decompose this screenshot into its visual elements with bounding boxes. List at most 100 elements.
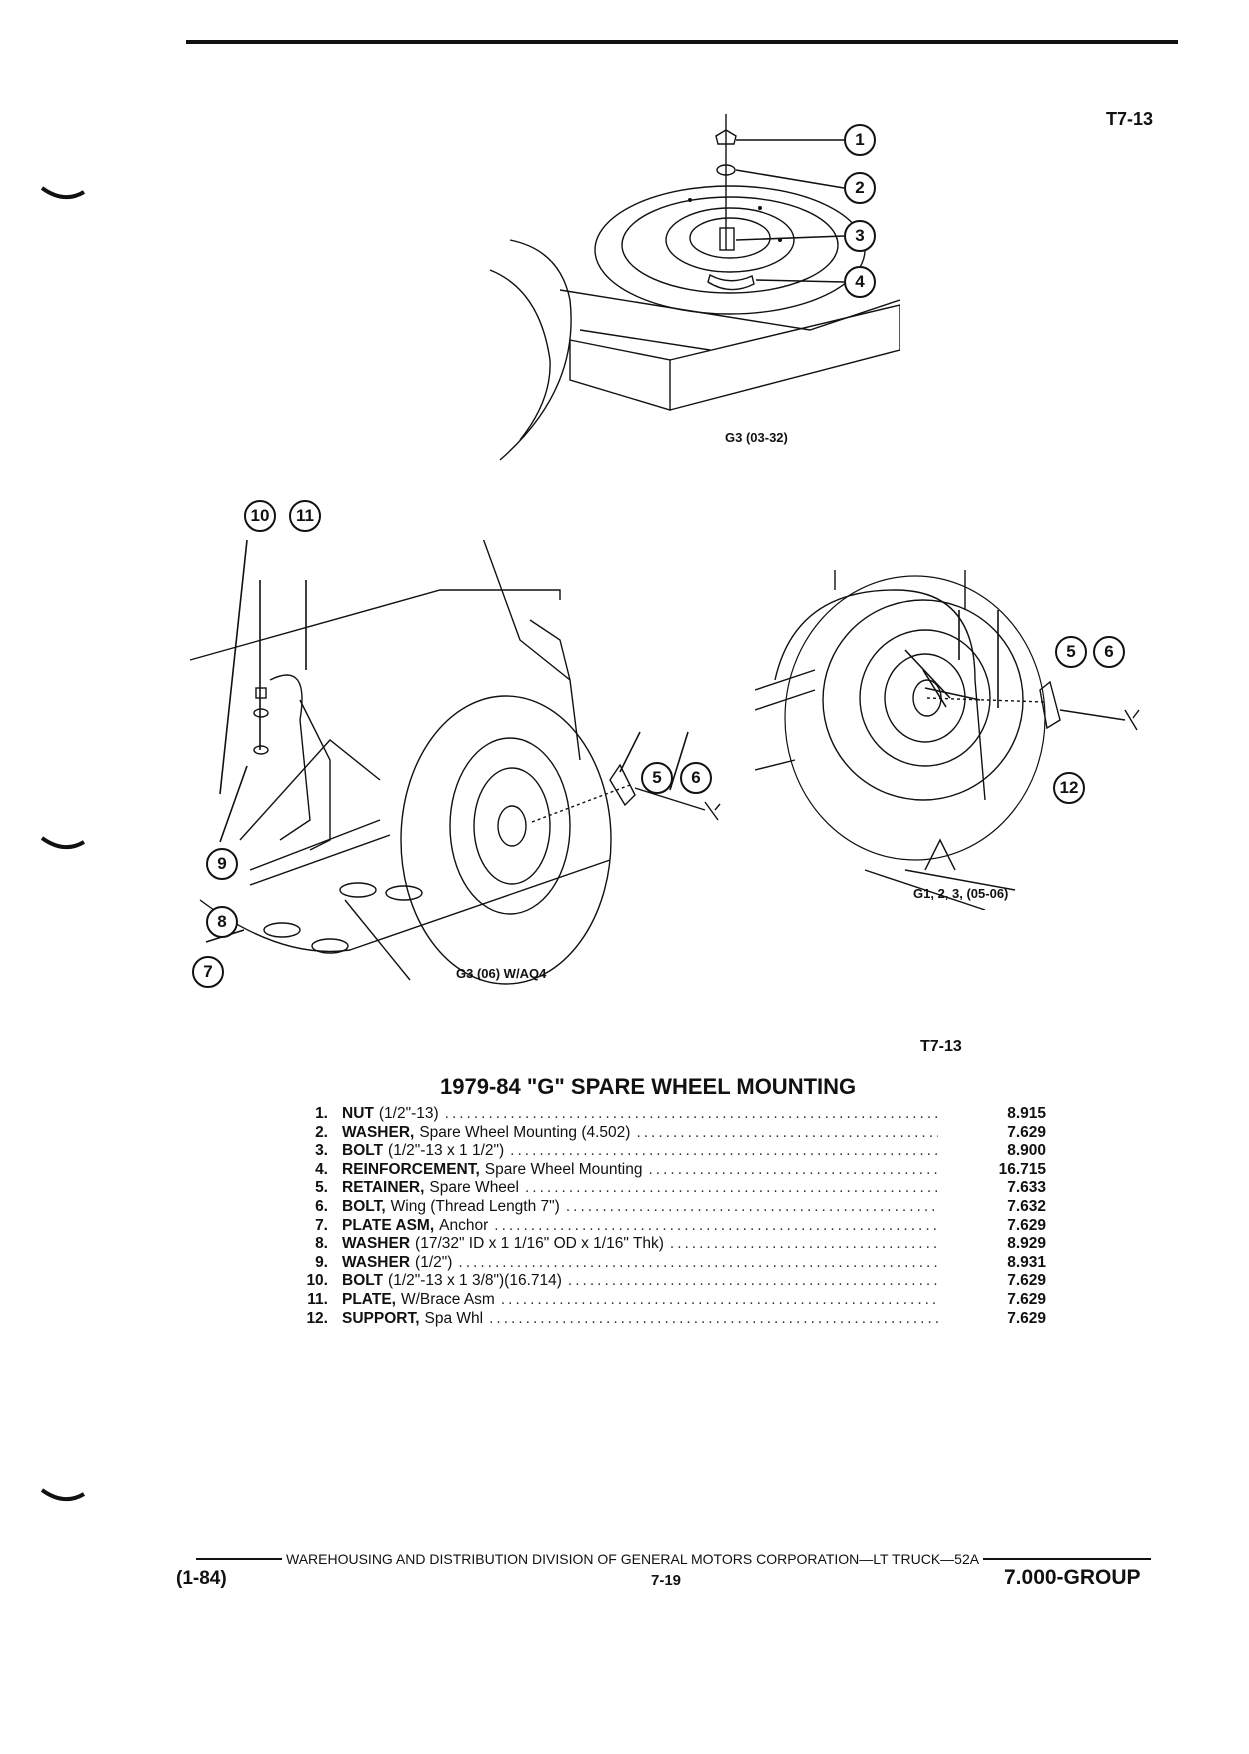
leader-dots: ........................................… [444,1105,938,1122]
part-detail: (1/2"-13 x 1 1/2") [388,1142,505,1160]
callout-8: 8 [206,906,238,938]
callout-1: 1 [844,124,876,156]
part-description: BOLT(1/2"-13 x 1 1/2")..................… [342,1142,938,1160]
part-group-number: 7.629 [1007,1272,1046,1290]
binder-punch-mark [40,836,86,850]
part-description: BOLT,Wing (Thread Length 7")............… [342,1198,938,1216]
leader-dots: ........................................… [565,1197,938,1215]
leader-dots: ........................................… [458,1253,938,1271]
leader-dots: ........................................… [510,1142,938,1160]
part-detail: Anchor [439,1216,489,1234]
part-row: 8. WASHER(17/32" ID x 1 1/16" OD x 1/16" … [266,1235,1076,1254]
leader-dots: ........................................… [500,1290,938,1308]
part-number: 3. [315,1142,328,1160]
part-detail: (1/2"-13) [378,1105,439,1122]
leader-dots: ........................................… [567,1272,938,1290]
part-detail: (1/2"-13 x 1 3/8")(16.714) [388,1272,562,1290]
part-row: 11. PLATE,W/Brace Asm....................… [266,1291,1076,1310]
callout-6: 6 [680,762,712,794]
part-group-number: 7.633 [1007,1179,1046,1197]
part-number: 1. [315,1105,328,1122]
part-number: 8. [315,1235,328,1253]
figure-label-left: G3 (06) W/AQ4 [456,966,547,981]
part-row: 4. REINFORCEMENT,Spare Wheel Mounting....… [266,1161,1076,1180]
part-description: SUPPORT,Spa Whl.........................… [342,1310,938,1328]
callout-3: 3 [844,220,876,252]
callout-4: 4 [844,266,876,298]
footer-page-number: 7-19 [651,1572,682,1589]
part-detail: Wing (Thread Length 7") [390,1197,560,1215]
part-row: 12. SUPPORT,Spa Whl......................… [266,1310,1076,1329]
leader-dots: ........................................… [494,1216,938,1234]
part-detail: Spare Wheel Mounting (4.502) [419,1123,631,1141]
part-number: 2. [315,1123,328,1141]
part-group-number: 8.931 [1007,1253,1046,1271]
part-name: BOLT [342,1142,384,1160]
part-group-number: 7.632 [1007,1197,1046,1215]
part-description: NUT(1/2"-13)............................… [342,1105,938,1123]
page-reference-mid: T7-13 [920,1038,962,1055]
part-row: 2. WASHER,Spare Wheel Mounting (4.502)...… [266,1124,1076,1143]
part-group-number: 8.900 [1007,1142,1046,1160]
callout-9: 9 [206,848,238,880]
part-name: WASHER [342,1235,411,1253]
part-group-number: 8.915 [1007,1105,1046,1122]
part-description: REINFORCEMENT,Spare Wheel Mounting......… [342,1161,938,1179]
part-group-number: 7.629 [1007,1309,1046,1327]
part-detail: Spare Wheel Mounting [484,1160,643,1178]
part-description: RETAINER,Spare Wheel....................… [342,1179,938,1197]
page-reference-top: T7-13 [1106,109,1154,129]
spare-wheel-top-illustration: 1 2 3 4 G3 (03-32) [480,100,900,470]
part-row: 7. PLATE ASM,Anchor......................… [266,1217,1076,1236]
part-row: 3. BOLT(1/2"-13 x 1 1/2")................… [266,1142,1076,1161]
part-number: 10. [306,1272,328,1290]
part-detail: Spa Whl [424,1309,484,1327]
part-row: 6.BOLT,Wing (Thread Length 7")..........… [266,1198,1076,1217]
part-number: 7. [315,1216,328,1234]
part-description: BOLT(1/2"-13 x 1 3/8")(16.714)..........… [342,1272,938,1290]
callout-10: 10 [244,500,276,532]
part-number: 11. [307,1290,328,1308]
part-description: WASHER,Spare Wheel Mounting (4.502).....… [342,1124,938,1142]
part-row: 5. RETAINER,Spare Wheel..................… [266,1179,1076,1198]
part-group-number: 7.629 [1007,1123,1046,1141]
callout-5: 5 [1055,636,1087,668]
part-group-number: 16.715 [998,1160,1046,1178]
part-description: PLATE ASM,Anchor........................… [342,1217,938,1235]
footer-division-line: WAREHOUSING AND DISTRIBUTION DIVISION OF… [196,1551,1151,1567]
figure-label-right: G1, 2, 3, (05-06) [913,886,1009,901]
part-name: BOLT [342,1272,384,1290]
catalog-title: 1979-84 "G" SPARE WHEEL MOUNTING [440,1074,857,1099]
callout-5: 5 [641,762,673,794]
part-name: WASHER, [342,1123,415,1141]
part-number: 12. [306,1309,328,1327]
part-name: BOLT, [342,1197,386,1215]
part-detail: Spare Wheel [429,1179,519,1197]
part-number: 4. [315,1160,328,1178]
part-row: 1. NUT(1/2"-13)..........................… [266,1105,1076,1124]
part-number: 9. [315,1253,328,1271]
part-name: NUT [342,1105,374,1122]
leader-dots: ........................................… [525,1179,938,1197]
part-group-number: 7.629 [1007,1216,1046,1234]
footer-division-text: WAREHOUSING AND DISTRIBUTION DIVISION OF… [286,1551,980,1567]
parts-list: 1. NUT(1/2"-13)..........................… [266,1105,1076,1328]
part-row: 9.WASHER(1/2")..........................… [266,1254,1076,1273]
part-detail: (17/32" ID x 1 1/16" OD x 1/16" Thk) [415,1235,664,1253]
callout-12: 12 [1053,772,1085,804]
callout-6: 6 [1093,636,1125,668]
binder-punch-mark [40,186,86,200]
callout-7: 7 [192,956,224,988]
part-number: 5. [315,1179,328,1197]
part-description: WASHER(17/32" ID x 1 1/16" OD x 1/16" Th… [342,1235,938,1253]
leader-dots: ........................................… [489,1309,938,1327]
part-description: PLATE,W/Brace Asm.......................… [342,1291,938,1309]
part-name: REINFORCEMENT, [342,1160,480,1178]
binder-punch-mark [40,1488,86,1502]
leader-dots: ........................................… [648,1160,938,1178]
figure-label-top: G3 (03-32) [725,430,788,445]
part-name: PLATE, [342,1290,396,1308]
footer-date-code: (1-84) [176,1568,227,1589]
part-group-number: 8.929 [1007,1235,1046,1253]
spare-wheel-left-illustration: 10 11 5 6 9 8 7 G3 (06) W/AQ4 [180,500,740,990]
